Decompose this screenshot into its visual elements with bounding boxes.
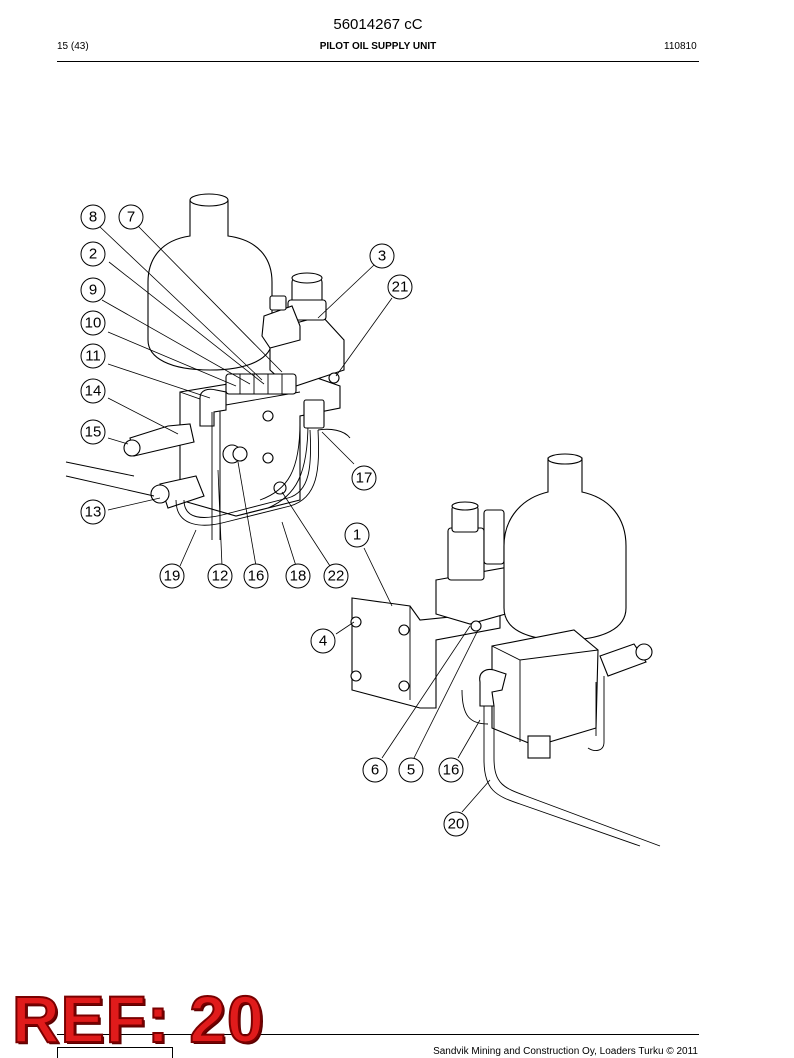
callout-7-label: 7	[127, 209, 135, 226]
callout-15-label: 15	[85, 424, 102, 441]
callout-16-upper: 16	[243, 563, 269, 589]
footer-company-copyright: Sandvik Mining and Construction Oy, Load…	[433, 1046, 698, 1057]
callout-14: 14	[80, 378, 106, 404]
callout-17: 17	[351, 465, 377, 491]
callout-12-label: 12	[212, 568, 229, 585]
callout-10-label: 10	[85, 315, 102, 332]
callout-20-label: 20	[448, 816, 465, 833]
callout-5-label: 5	[407, 762, 415, 779]
callout-18: 18	[285, 563, 311, 589]
callout-11-label: 11	[85, 348, 101, 365]
callout-1: 1	[344, 522, 370, 548]
callout-9: 9	[80, 277, 106, 303]
callout-4: 4	[310, 628, 336, 654]
callout-22-label: 22	[328, 568, 345, 585]
callout-4-label: 4	[319, 633, 327, 650]
callout-14-label: 14	[85, 383, 102, 400]
callout-2: 2	[80, 241, 106, 267]
callout-13-label: 13	[85, 504, 102, 521]
callout-6-label: 6	[371, 762, 379, 779]
section-title: PILOT OIL SUPPLY UNIT	[319, 41, 437, 52]
callout-19: 19	[159, 563, 185, 589]
callout-20: 20	[443, 811, 469, 837]
callout-13: 13	[80, 499, 106, 525]
callout-2-label: 2	[89, 246, 97, 263]
callout-18-label: 18	[290, 568, 307, 585]
page-number: 15 (43)	[57, 41, 89, 52]
callout-8-label: 8	[89, 209, 97, 226]
callout-21: 21	[387, 274, 413, 300]
document-number: 56014267 cC	[333, 16, 423, 33]
callout-1-label: 1	[353, 527, 361, 544]
callout-6: 6	[362, 757, 388, 783]
callout-16-upper-label: 16	[248, 568, 265, 585]
date-code: 110810	[664, 41, 697, 52]
upper-assembly	[65, 193, 351, 540]
callout-5: 5	[398, 757, 424, 783]
callout-8: 8	[80, 204, 106, 230]
callout-3-label: 3	[378, 248, 386, 265]
accumulator-tank-lower	[503, 457, 627, 641]
callout-11: 11	[80, 343, 106, 369]
callout-17-label: 17	[356, 470, 373, 487]
callout-22: 22	[323, 563, 349, 589]
header-rule	[57, 61, 699, 62]
accumulator-tank-upper	[147, 199, 273, 371]
mounting-bracket	[351, 597, 501, 709]
callout-15: 15	[80, 419, 106, 445]
callout-7: 7	[118, 204, 144, 230]
callout-19-label: 19	[164, 568, 181, 585]
lower-assembly	[350, 453, 661, 847]
leader-lines	[98, 225, 491, 813]
footer-rule	[57, 1034, 699, 1035]
callouts: 8 7 2 3 9 21 10 11 14 15 17 13 1 19 12 1…	[80, 204, 469, 837]
callout-21-label: 21	[392, 279, 409, 296]
callout-3: 3	[369, 243, 395, 269]
ref-stamp: REF: 20	[11, 982, 265, 1056]
callout-16-lower-label: 16	[443, 762, 460, 779]
callout-9-label: 9	[89, 282, 97, 299]
callout-12: 12	[207, 563, 233, 589]
callout-16-lower: 16	[438, 757, 464, 783]
callout-10: 10	[80, 310, 106, 336]
